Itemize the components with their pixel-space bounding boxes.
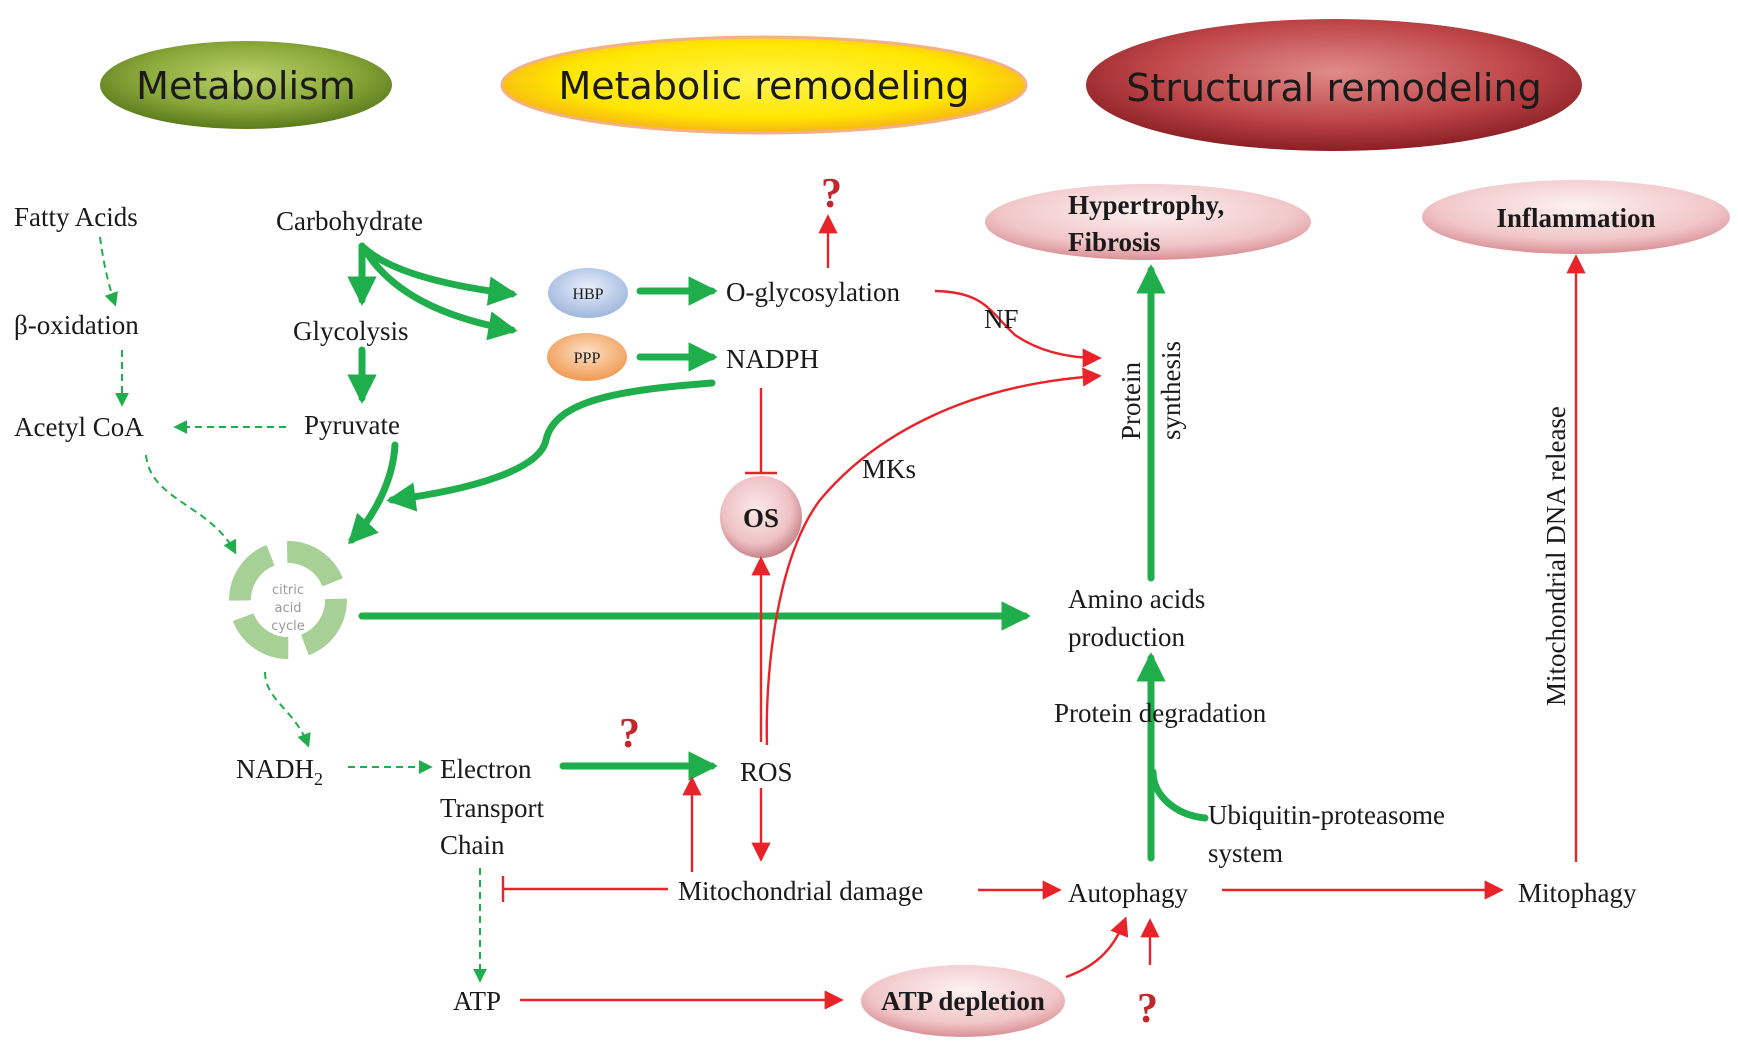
etc-line1: Electron	[440, 754, 532, 784]
green-dashed-arrows	[99, 236, 487, 983]
etc-line3: Chain	[440, 830, 505, 860]
arrow-ups-autophagy	[1149, 768, 1209, 822]
metabolism-header: Metabolism	[100, 41, 392, 129]
os-node: OS	[720, 476, 802, 558]
fatty-acids-label: Fatty Acids	[14, 202, 138, 232]
protein-synthesis-line2: synthesis	[1156, 341, 1186, 440]
arrow-nadph-citric	[386, 379, 716, 512]
arrow-atpdepletion-autophagy	[1065, 916, 1129, 979]
atp-label: ATP	[453, 986, 501, 1016]
arrow-carbohydrate-hbp	[360, 244, 518, 306]
nadh-label: NADH2	[236, 754, 323, 789]
arrow-fattyacids-betaox	[99, 236, 118, 307]
amino-acids-line2: production	[1068, 622, 1185, 652]
mito-dna-release-label: Mitochondrial DNA release	[1541, 406, 1571, 706]
green-thick-arrows	[347, 242, 1209, 862]
pyruvate-label: Pyruvate	[304, 410, 400, 440]
beta-oxidation-label: β-oxidation	[14, 310, 139, 340]
ups-line1: Ubiquitin-proteasome	[1208, 800, 1445, 830]
hypertrophy-fibrosis-outcome: Hypertrophy, Fibrosis	[985, 184, 1311, 260]
mitophagy-label: Mitophagy	[1518, 878, 1637, 908]
glycolysis-label: Glycolysis	[293, 316, 409, 346]
autophagy-label: Autophagy	[1068, 878, 1188, 908]
inflammation-label: Inflammation	[1496, 203, 1655, 233]
ppp-node: PPP	[547, 333, 627, 381]
citric-acid-cycle: citric acid cycle	[229, 541, 347, 659]
nadh-subscript: 2	[314, 769, 323, 789]
atp-depletion-node: ATP depletion	[861, 965, 1065, 1037]
acetyl-coa-label: Acetyl CoA	[14, 412, 144, 442]
hbp-node: HBP	[548, 268, 628, 318]
ros-label: ROS	[740, 757, 793, 787]
carbohydrate-label: Carbohydrate	[276, 206, 423, 236]
metabolic-remodeling-header-label: Metabolic remodeling	[558, 64, 969, 108]
atp-depletion-label: ATP depletion	[881, 986, 1045, 1016]
question-marks: ? ? ?	[619, 171, 1158, 1032]
arrow-carbohydrate-ppp	[360, 244, 518, 341]
fibrosis-label: Fibrosis	[1068, 227, 1161, 257]
o-glycosylation-label: O-glycosylation	[726, 277, 900, 307]
hbp-label: HBP	[572, 286, 603, 303]
arrow-pyruvate-citric	[348, 441, 399, 545]
question-icon-oglycosylation: ?	[821, 171, 842, 217]
arrow-acetylcoa-citric	[145, 454, 237, 555]
cycle-label: cycle	[271, 619, 305, 634]
mks-label: MKs	[862, 454, 916, 484]
nf-label: NF	[984, 304, 1019, 334]
nadh-base: NADH	[236, 754, 314, 784]
arrow-oglyc-nf-protein	[934, 289, 1102, 368]
arrow-ros-mks-protein	[765, 367, 1102, 746]
etc-line2: Transport	[440, 793, 545, 823]
arrow-citric-nadh	[264, 671, 311, 748]
amino-acids-line1: Amino acids	[1068, 584, 1205, 614]
os-label: OS	[743, 503, 779, 533]
acid-label: acid	[275, 601, 302, 616]
text-nodes: Fatty Acids β-oxidation Acetyl CoA Carbo…	[14, 202, 1637, 1016]
metabolism-header-label: Metabolism	[136, 64, 356, 108]
mito-damage-label: Mitochondrial damage	[678, 876, 923, 906]
hypertrophy-label: Hypertrophy,	[1068, 190, 1224, 220]
nadph-label: NADPH	[726, 344, 819, 374]
protein-synthesis-line1: Protein	[1116, 362, 1146, 440]
inflammation-outcome: Inflammation	[1422, 180, 1730, 254]
structural-remodeling-header: Structural remodeling	[1086, 19, 1582, 151]
ups-line2: system	[1208, 838, 1283, 868]
protein-degradation-label: Protein degradation	[1054, 698, 1267, 728]
question-icon-etc-ros: ?	[619, 711, 640, 757]
citric-label: citric	[272, 583, 304, 598]
question-icon-autophagy: ?	[1137, 986, 1158, 1032]
metabolic-remodeling-header: Metabolic remodeling	[500, 35, 1028, 135]
structural-remodeling-header-label: Structural remodeling	[1126, 66, 1541, 110]
red-arrows	[501, 214, 1586, 1010]
ppp-label: PPP	[574, 350, 601, 367]
